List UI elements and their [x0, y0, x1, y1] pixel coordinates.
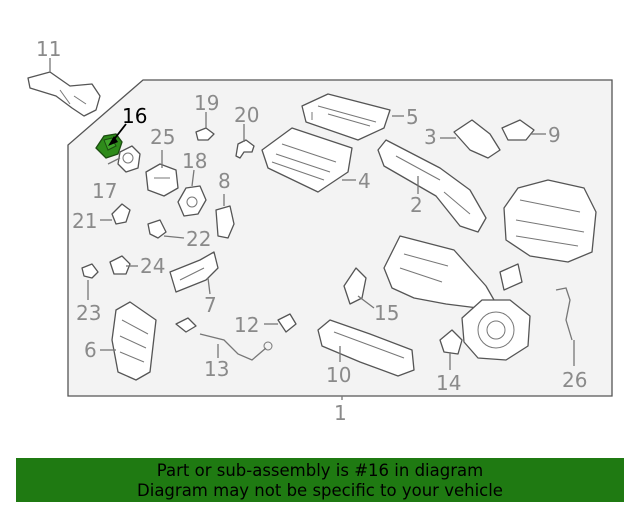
callout-13: 13 — [204, 357, 229, 381]
callout-9: 9 — [548, 123, 561, 147]
callout-4: 4 — [358, 169, 371, 193]
callout-15: 15 — [374, 301, 399, 325]
callout-25: 25 — [150, 125, 175, 149]
part-blower-fan — [461, 299, 531, 361]
part-12 — [277, 313, 297, 333]
callout-19: 19 — [194, 91, 219, 115]
part-17 — [117, 145, 141, 173]
part-7 — [169, 251, 219, 293]
part-24 — [109, 255, 131, 275]
callout-5: 5 — [406, 105, 419, 129]
highlight-notice-banner: Part or sub-assembly is #16 in diagram D… — [16, 458, 624, 502]
part-26-tube — [555, 287, 573, 341]
part-18 — [177, 185, 207, 217]
banner-line-2: Diagram may not be specific to your vehi… — [137, 481, 503, 500]
part-21 — [111, 203, 131, 225]
callout-20: 20 — [234, 103, 259, 127]
callout-1: 1 — [334, 401, 347, 425]
part-small-plate — [499, 263, 523, 291]
callout-26: 26 — [562, 368, 587, 392]
blower-housing — [503, 179, 597, 263]
part-4-filter — [261, 127, 353, 193]
callout-17: 17 — [92, 179, 117, 203]
part-8 — [215, 205, 235, 239]
part-3 — [453, 119, 501, 159]
part-2-duct — [377, 139, 487, 233]
part-19 — [195, 127, 215, 141]
callout-21: 21 — [72, 209, 97, 233]
part-25 — [145, 163, 179, 197]
part-13-hose — [175, 317, 273, 361]
callout-22: 22 — [186, 227, 211, 251]
parts-diagram: 11 16 19 20 25 18 8 17 21 22 24 23 7 6 1… — [27, 37, 613, 425]
callout-16: 16 — [122, 104, 147, 128]
callout-7: 7 — [204, 293, 217, 317]
callout-6: 6 — [84, 338, 97, 362]
part-14 — [439, 329, 463, 355]
callout-10: 10 — [326, 363, 351, 387]
part-6-duct — [111, 301, 157, 381]
part-20 — [235, 139, 255, 159]
part-10-duct — [317, 319, 415, 377]
callout-3: 3 — [424, 125, 437, 149]
leader-lines — [49, 58, 575, 400]
callout-18: 18 — [182, 149, 207, 173]
callout-14: 14 — [436, 371, 461, 395]
part-9 — [501, 119, 535, 141]
part-5-filter — [301, 93, 391, 141]
callout-23: 23 — [76, 301, 101, 325]
part-11-bracket — [27, 71, 101, 117]
part-15 — [343, 267, 367, 305]
part-22 — [147, 219, 167, 239]
callout-2: 2 — [410, 193, 423, 217]
callout-11: 11 — [36, 37, 61, 61]
banner-line-1: Part or sub-assembly is #16 in diagram — [156, 461, 484, 480]
callout-24: 24 — [140, 254, 165, 278]
callout-12: 12 — [234, 313, 259, 337]
part-23 — [81, 263, 99, 279]
callout-8: 8 — [218, 169, 231, 193]
